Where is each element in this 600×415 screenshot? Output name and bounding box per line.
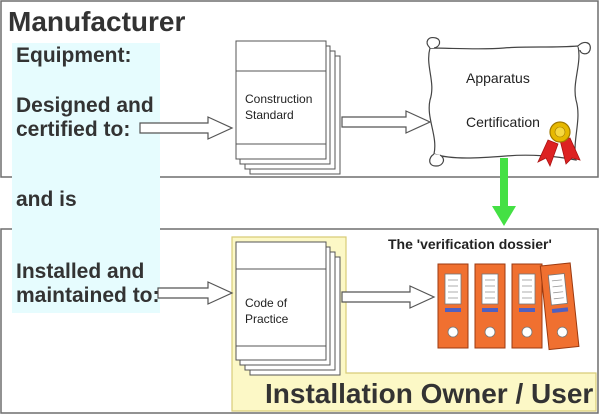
code-of-practice-line1: Code of <box>245 296 288 310</box>
binder-1 <box>437 263 469 349</box>
verification-dossier-binders <box>437 262 580 351</box>
arrow-to-dossier <box>341 285 436 309</box>
binder-2 <box>474 263 506 349</box>
arrow-to-code-of-practice <box>157 281 234 305</box>
arrow-to-certificate <box>341 110 432 134</box>
construction-standard-line1: Construction <box>245 92 313 106</box>
construction-standard-document <box>235 40 341 175</box>
seal-ribbon <box>537 139 559 168</box>
designed-line2: certified to: <box>16 118 131 141</box>
binder-3 <box>511 263 543 349</box>
certificate-line1: Apparatus <box>466 70 530 86</box>
installed-line1: Installed and <box>16 260 145 283</box>
apparatus-certificate-scroll <box>426 37 591 168</box>
manufacturer-title: Manufacturer <box>8 6 186 37</box>
equipment-label: Equipment: <box>16 44 132 67</box>
installed-line2: maintained to: <box>16 284 160 307</box>
code-of-practice-line2: Practice <box>245 312 289 326</box>
left-panel <box>12 43 160 313</box>
designed-line1: Designed and <box>16 94 154 117</box>
installation-title: Installation Owner / User <box>265 378 594 409</box>
construction-standard-line2: Standard <box>245 108 294 122</box>
certificate-line2: Certification <box>466 114 540 130</box>
binder-4 <box>539 262 580 351</box>
arrow-to-construction-standard <box>139 116 234 140</box>
code-of-practice-document <box>235 241 341 376</box>
and-is-label: and is <box>16 188 77 211</box>
green-transfer-arrow <box>492 158 516 226</box>
dossier-label: The 'verification dossier' <box>388 236 552 252</box>
